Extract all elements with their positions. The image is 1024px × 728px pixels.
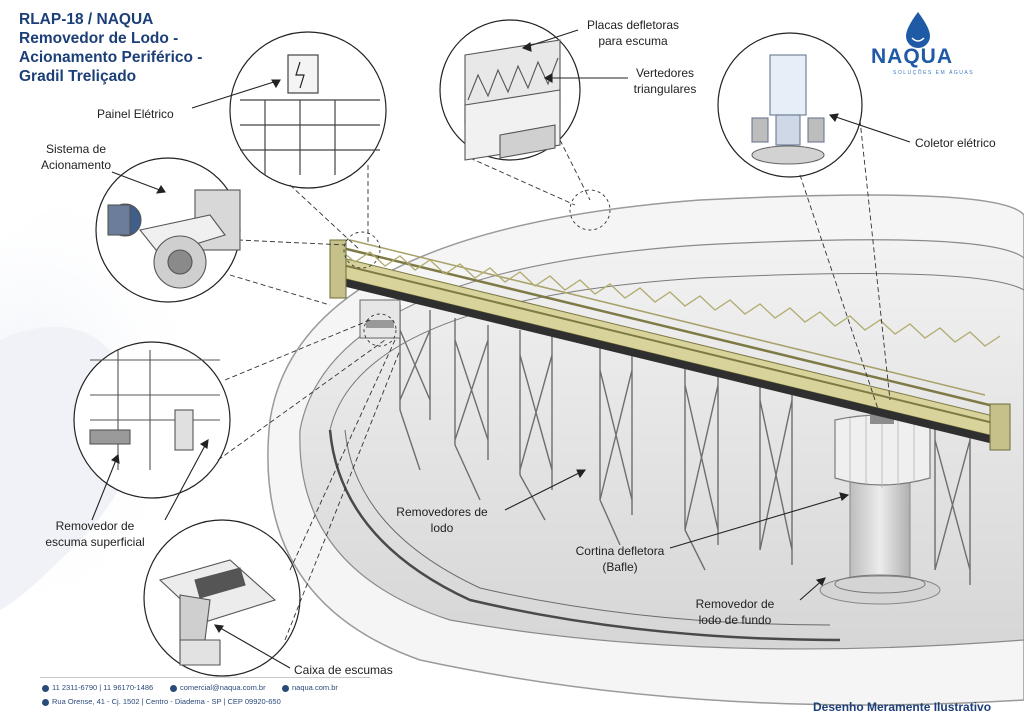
- label-vertedores: Vertedores triangulares: [620, 65, 710, 97]
- title-line-3: Acionamento Periférico -: [19, 49, 203, 66]
- label-vertedores-line-2: triangulares: [633, 82, 697, 96]
- label-cortina-defletora: Cortina defletora (Bafle): [565, 543, 675, 575]
- disclaimer-text: Desenho Meramente Ilustrativo: [813, 700, 992, 714]
- logo-tagline: SOLUÇÕES EM ÁGUAS: [893, 70, 975, 76]
- label-placas-line-1: Placas defletoras: [586, 18, 680, 32]
- email-icon: [170, 684, 177, 692]
- label-removedor-escuma-line-1: Removedor de: [55, 519, 135, 533]
- label-placas-defletoras: Placas defletoras para escuma: [578, 17, 688, 49]
- footer-address: Rua Orense, 41 - Cj. 1502 | Centro - Dia…: [42, 697, 281, 706]
- clarifier-tank: [267, 194, 1024, 706]
- dashed-leaders: [217, 119, 891, 641]
- footer-email[interactable]: comercial@naqua.com.br: [170, 683, 266, 692]
- label-removedor-escuma-line-2: escuma superficial: [45, 535, 145, 549]
- label-sistema-acionamento: Sistema de Acionamento: [30, 141, 122, 173]
- detail-electrical-panel: [240, 54, 380, 175]
- globe-icon: [282, 684, 289, 692]
- detail-drive-system: [107, 189, 241, 289]
- footer-address-text: Rua Orense, 41 - Cj. 1502 | Centro - Dia…: [52, 697, 281, 706]
- label-removedores-lodo-line-1: Removedores de: [396, 505, 488, 519]
- label-sistema-line-1: Sistema de: [45, 142, 107, 156]
- footer-divider: [40, 677, 370, 678]
- phone-icon: [42, 684, 49, 692]
- label-placas-line-2: para escuma: [598, 34, 668, 48]
- label-sistema-line-2: Acionamento: [40, 158, 112, 172]
- label-coletor-eletrico: Coletor elétrico: [915, 136, 996, 150]
- title-line-2: Removedor de Lodo -: [19, 30, 179, 47]
- label-removedor-escuma: Removedor de escuma superficial: [30, 518, 160, 550]
- label-removedor-fundo: Removedor de lodo de fundo: [685, 596, 785, 628]
- footer-phones-text: 11 2311-6790 | 11 96170-1486: [52, 683, 154, 692]
- detail-weir-plates: [464, 39, 561, 161]
- footer-website[interactable]: naqua.com.br: [282, 683, 338, 692]
- label-cortina-line-2: (Bafle): [602, 560, 638, 574]
- footer-website-text: naqua.com.br: [292, 683, 338, 692]
- label-arrows: [91, 29, 911, 669]
- logo-wordmark: NAQUA: [871, 45, 953, 68]
- detail-skimmer: [89, 350, 220, 470]
- label-painel-eletrico: Painel Elétrico: [97, 107, 174, 121]
- drive-unit: [359, 299, 401, 339]
- title-line-4: Gradil Treliçado: [19, 68, 137, 85]
- sludge-scrapers: [399, 305, 971, 585]
- location-pin-icon: [42, 698, 49, 706]
- label-removedor-fundo-line-2: lodo de fundo: [698, 613, 772, 627]
- label-caixa-escumas: Caixa de escumas: [294, 663, 393, 677]
- label-removedores-lodo-line-2: lodo: [430, 521, 454, 535]
- title-line-1: RLAP-18 / NAQUA: [19, 11, 154, 28]
- label-vertedores-line-1: Vertedores: [635, 66, 695, 80]
- detail-scum-box: [158, 559, 277, 666]
- label-removedores-lodo: Removedores de lodo: [382, 504, 502, 536]
- water-drop-icon: [906, 12, 930, 48]
- label-removedor-fundo-line-1: Removedor de: [695, 597, 775, 611]
- drawing-title: RLAP-18 / NAQUA Removedor de Lodo - Acio…: [19, 10, 249, 86]
- truss-bridge: [329, 239, 1011, 451]
- label-cortina-line-1: Cortina defletora: [575, 544, 665, 558]
- footer-phones: 11 2311-6790 | 11 96170-1486: [42, 683, 153, 692]
- detail-slip-ring: [751, 54, 825, 165]
- footer-email-text: comercial@naqua.com.br: [180, 683, 266, 692]
